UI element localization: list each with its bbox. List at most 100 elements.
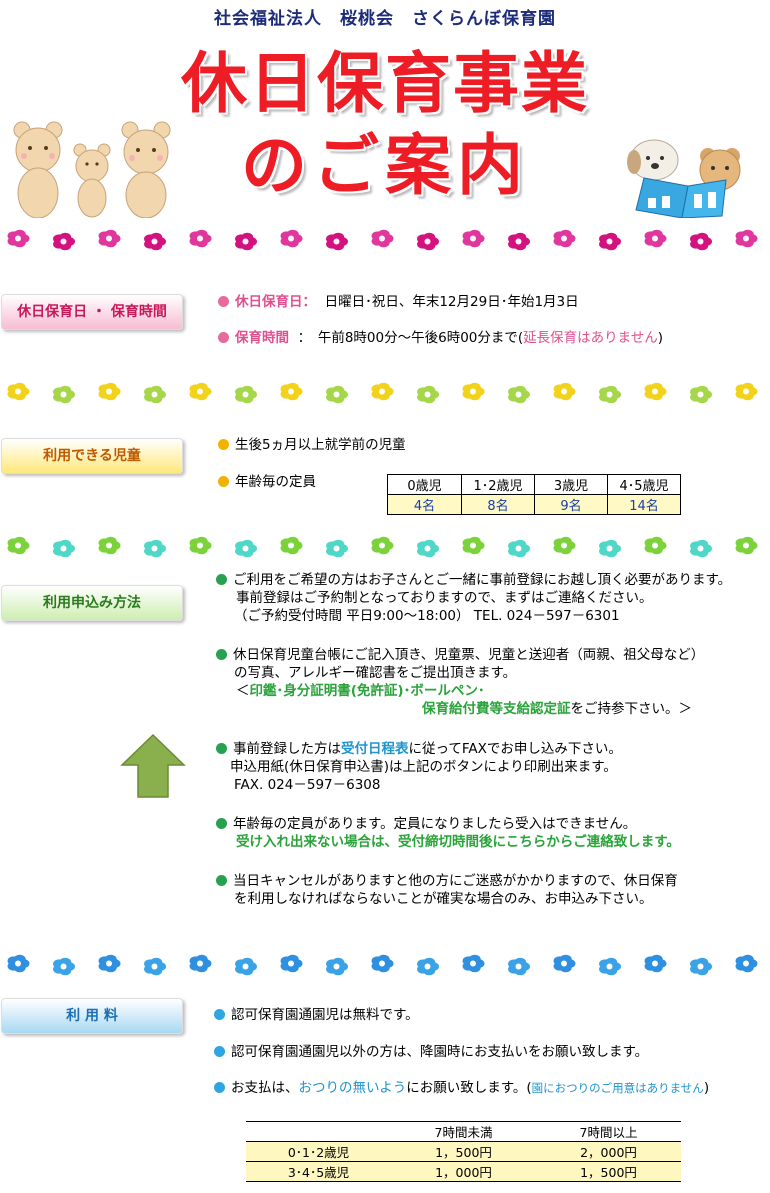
flower-icon <box>508 385 530 404</box>
capacity-value: 9名 <box>534 494 608 515</box>
fee-under7: 1，000円 <box>391 1161 536 1182</box>
capacity-value: 8名 <box>461 494 535 515</box>
table-row: 3･4･5歳児 1，000円 1，500円 <box>246 1161 681 1182</box>
flower-icon <box>235 232 257 251</box>
flower-icon <box>417 385 439 404</box>
section-label-fee: 利 用 料 <box>1 998 183 1034</box>
flower-icon <box>371 536 394 555</box>
apply-p2-line1: 休日保育児童台帳にご記入頂き、児童票、児童と送迎者（両親、祖父母など） <box>233 647 705 663</box>
flower-icon <box>599 385 621 404</box>
eligible-age-text: 生後5ヵ月以上就学前の児童 <box>235 437 406 453</box>
flower-icon <box>235 385 257 404</box>
flower-icon <box>462 536 485 555</box>
fee-over7: 1，500円 <box>536 1161 681 1182</box>
flower-icon <box>735 382 758 401</box>
flower-icon <box>735 536 758 555</box>
flower-icon <box>553 954 576 973</box>
fee-text-1: 認可保育園通園児は無料です。 <box>231 1007 419 1023</box>
schedule-link[interactable]: 受付日程表 <box>341 741 409 757</box>
flower-icon <box>326 232 348 251</box>
flower-icon <box>144 539 166 558</box>
flower-icon <box>189 536 212 555</box>
flower-icon <box>371 229 394 248</box>
flower-icon <box>53 232 75 251</box>
table-row: 0･1･2歳児 1，500円 2，000円 <box>246 1141 681 1162</box>
apply-p5-line1: 当日キャンセルがありますと他の方にご迷惑がかかりますので、休日保育 <box>233 873 678 889</box>
flower-icon <box>690 539 712 558</box>
apply-para-2: 休日保育児童台帳にご記入頂き、児童票、児童と送迎者（両親、祖父母など） の写真、… <box>216 646 704 718</box>
flower-icon <box>462 229 485 248</box>
required-certificate: 保育給付費等支給認定証 <box>422 701 571 717</box>
care-hours-text: ： 午前8時00分～午後6時00分まで( <box>297 330 524 346</box>
flower-icon <box>98 382 121 401</box>
fee-line-1: 認可保育園通園児は無料です。 <box>214 1006 419 1024</box>
flower-icon <box>599 957 621 976</box>
fee-header: 7時間未満 <box>391 1121 536 1142</box>
bullet-dot-icon <box>216 649 227 660</box>
flower-icon <box>7 536 30 555</box>
flower-icon <box>235 539 257 558</box>
flower-icon <box>553 382 576 401</box>
section-label-eligible-children: 利用できる児童 <box>1 438 183 474</box>
flower-icon <box>144 957 166 976</box>
bracket-open: ＜ <box>236 683 250 699</box>
bullet-dot-icon <box>214 1009 225 1020</box>
fee-table: 7時間未満 7時間以上 0･1･2歳児 1，500円 2，000円 3･4･5歳… <box>246 1121 681 1182</box>
capacity-text: 年齢毎の定員 <box>235 474 316 490</box>
flower-icon <box>144 232 166 251</box>
flower-border-green-teal <box>0 536 770 558</box>
flower-icon <box>7 954 30 973</box>
fax-number: FAX. 024－597－6308 <box>234 777 381 793</box>
flower-icon <box>280 382 303 401</box>
fee-text-3c: にお願い致します。( <box>406 1080 532 1096</box>
holiday-days-heading: 休日保育日： <box>235 294 316 310</box>
bears-family-illustration <box>13 121 171 218</box>
apply-p1-line1: ご利用をご希望の方はお子さんとご一緒に事前登録にお越し頂く必要があります。 <box>233 572 732 588</box>
flower-icon <box>735 229 758 248</box>
paren-close: ) <box>657 330 664 346</box>
flower-icon <box>553 229 576 248</box>
apply-para-1: ご利用をご希望の方はお子さんとご一緒に事前登録にお越し頂く必要があります。 事前… <box>216 571 731 625</box>
flower-icon <box>644 536 667 555</box>
bullet-dot-icon <box>216 574 227 585</box>
care-hours-line: 保育時間 ： 午前8時00分～午後6時00分まで(延長保育はありません) <box>218 329 663 347</box>
apply-p1-line3: （ご予約受付時間 平日9:00～18:00） TEL. 024－597－6301 <box>234 608 620 624</box>
flower-icon <box>462 954 485 973</box>
flower-icon <box>690 957 712 976</box>
fee-age: 3･4･5歳児 <box>246 1161 391 1182</box>
bullet-dot-icon <box>216 743 227 754</box>
holiday-days-line: 休日保育日： 日曜日･祝日、年末12月29日･年始1月3日 <box>218 293 579 311</box>
apply-p3-text-a: 事前登録した方は <box>233 741 341 757</box>
flower-icon <box>326 385 348 404</box>
flower-icon <box>7 382 30 401</box>
fee-header <box>246 1121 391 1142</box>
bullet-dot-icon <box>214 1082 225 1093</box>
flower-border-blue <box>0 954 770 976</box>
bring-items-text: をご持参下さい。＞ <box>570 701 693 717</box>
apply-p3-line2: 申込用紙(休日保育申込書)は上記のボタンにより印刷出来ます。 <box>230 759 617 775</box>
page-title-line2: のご案内 <box>241 127 529 204</box>
capacity-header: 3歳児 <box>534 474 608 495</box>
flower-icon <box>462 382 485 401</box>
flower-icon <box>508 957 530 976</box>
apply-p3-text-b: に従ってFAXでお申し込み下さい。 <box>408 741 622 757</box>
flower-icon <box>189 229 212 248</box>
flower-icon <box>189 382 212 401</box>
flower-icon <box>417 957 439 976</box>
apply-para-3: 事前登録した方は受付日程表に従ってFAXでお申し込み下さい。 申込用紙(休日保育… <box>216 740 622 794</box>
flower-icon <box>508 232 530 251</box>
flower-icon <box>280 229 303 248</box>
flower-icon <box>735 954 758 973</box>
bullet-dot-icon <box>216 875 227 886</box>
fee-over7: 2，000円 <box>536 1141 681 1162</box>
flower-icon <box>690 232 712 251</box>
flower-icon <box>53 957 75 976</box>
flower-icon <box>98 229 121 248</box>
apply-p4-line2: 受け入れ出来ない場合は、受付締切時間後にこちらからご連絡致します。 <box>236 834 680 850</box>
capacity-value: 4名 <box>387 494 462 515</box>
fee-text-3a: お支払は、 <box>231 1080 299 1096</box>
flower-icon <box>326 539 348 558</box>
flower-icon <box>7 229 30 248</box>
section-label-days-hours: 休日保育日 ・ 保育時間 <box>1 294 183 330</box>
dogs-reading-illustration <box>627 139 741 218</box>
